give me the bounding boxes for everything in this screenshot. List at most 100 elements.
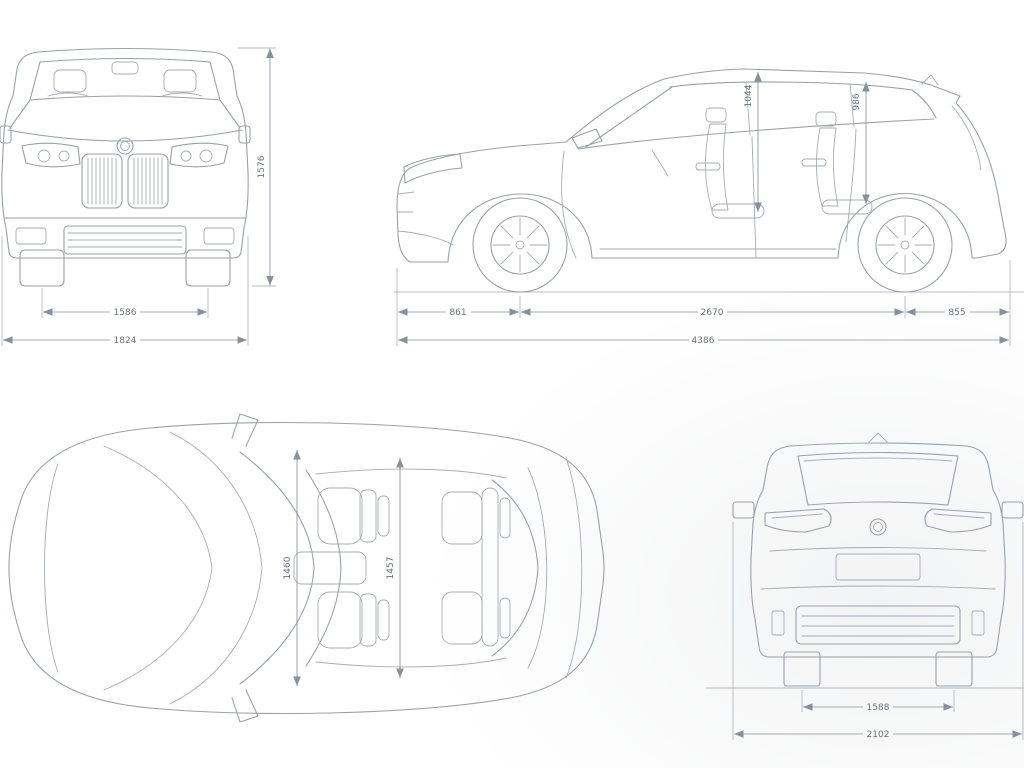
dim-track-width: 1586 [114, 308, 137, 318]
a-pillar-lines [9, 99, 241, 129]
rear-wheel-spokes [877, 217, 933, 273]
length-extension-lines [396, 260, 1011, 346]
front-right-headrest [163, 69, 197, 93]
top-view: 1460 1457 [8, 413, 605, 723]
tailgate-crease [769, 547, 987, 552]
grille-slats [87, 157, 163, 205]
dim-front-interior-width: 1460 [283, 556, 293, 579]
rearview-mirror [111, 61, 139, 75]
right-fog-intake [203, 227, 235, 245]
track-extension-lines [41, 288, 209, 318]
right-headlight [169, 142, 229, 168]
left-taillight-detail [771, 513, 823, 519]
dim-overall-width: 1824 [114, 336, 137, 346]
dim-front-interior-height: 1044 [744, 84, 754, 107]
bmw-roundel-rear-inner-icon [873, 522, 883, 532]
front-intake-slats [67, 232, 183, 248]
rear-left-mirror [732, 501, 755, 519]
rear-right-mirror [1001, 501, 1024, 519]
rear-door-cutline [845, 128, 857, 243]
top-roof-edges [315, 468, 507, 668]
side-headlight [403, 153, 463, 184]
bmw-roundel-icon [116, 137, 134, 155]
rear-window [797, 451, 959, 506]
dim-rear-overhang: 855 [948, 308, 965, 318]
rear-right-tire [935, 651, 973, 687]
side-grille-lines [397, 191, 415, 213]
left-fog-intake [15, 227, 47, 245]
center-console [293, 551, 367, 585]
top-tailgate-line [527, 467, 548, 669]
side-mirror [571, 128, 603, 149]
top-rear-bumper-line [565, 457, 583, 679]
front-bumper-line [397, 230, 454, 246]
front-lower-intake [63, 225, 187, 255]
front-view: 1576 1586 1824 [0, 47, 276, 346]
c-pillar [849, 83, 855, 128]
dim-front-overhang: 861 [449, 308, 466, 318]
left-reflector [771, 610, 785, 636]
rear-track-extension-lines [801, 690, 955, 712]
rear-left-tire [783, 651, 821, 687]
top-right-mirror [231, 689, 259, 723]
bmw-roundel-rear-icon [869, 518, 887, 536]
dim-overall-height: 1576 [257, 155, 267, 178]
top-body-outline [8, 422, 605, 714]
right-taillight-detail [933, 513, 985, 519]
dim-overall-width-incl-mirrors: 2102 [867, 730, 890, 740]
right-reflector [971, 610, 985, 636]
dim-rear-interior-width: 1457 [386, 557, 396, 580]
left-headlight-lens-icon [37, 149, 51, 163]
grille-left-kidney [81, 153, 123, 209]
window-top-line [669, 81, 913, 91]
top-view-seats [293, 487, 511, 649]
rear-lower-intake [795, 605, 961, 645]
steering-column [651, 149, 669, 177]
front-seat-tops [47, 92, 203, 97]
rear-door-handle [801, 158, 827, 167]
front-wheel-spokes [492, 217, 548, 273]
b-pillar [745, 82, 751, 136]
width-extension-lines [1, 236, 249, 346]
tailgate-lamp-line [951, 105, 982, 171]
grille-right-kidney [127, 153, 169, 209]
rear-bumper-crease [760, 585, 996, 590]
height-extension-lines [238, 47, 276, 287]
right-headlight-lens-icon [199, 149, 213, 163]
mid-door-cutline [751, 136, 757, 259]
dim-rear-track-width: 1588 [867, 703, 890, 713]
right-taillight [924, 508, 992, 533]
roof-antenna-fin [921, 74, 939, 86]
front-door-handle [695, 162, 721, 171]
front-right-tire [185, 249, 231, 287]
dim-overall-length: 4386 [692, 336, 715, 346]
side-body-outline [396, 68, 1007, 263]
d-pillar [911, 89, 937, 119]
front-door-cutline [561, 150, 577, 259]
top-windshield-top [305, 469, 342, 667]
beltline [577, 118, 935, 150]
right-headlight-lens2-icon [180, 150, 192, 162]
top-hood-sweep-inner [103, 445, 213, 691]
side-view: 1044 986 861 2670 855 4386 [394, 68, 1024, 346]
top-rear-window [491, 479, 539, 657]
left-taillight [764, 508, 832, 533]
left-side-mirror [0, 125, 12, 144]
side-interior-seats [651, 107, 873, 219]
mirror-width-extension-lines [732, 522, 1024, 740]
top-front-bumper-line [44, 463, 59, 673]
dim-rear-interior-height: 986 [852, 93, 862, 110]
rear-bench-backrest [481, 487, 499, 647]
front-left-headrest [53, 69, 87, 93]
top-hood-sweep-outer [169, 431, 263, 705]
left-headlight-lens2-icon [58, 150, 70, 162]
license-plate-recess [835, 553, 921, 581]
shark-fin-antenna [868, 432, 888, 443]
front-left-tire [19, 249, 65, 287]
right-side-mirror [238, 125, 251, 144]
bmw-roundel-inner-icon [120, 141, 130, 151]
rear-view: 1588 2102 [706, 432, 1024, 740]
top-left-mirror [231, 413, 259, 447]
